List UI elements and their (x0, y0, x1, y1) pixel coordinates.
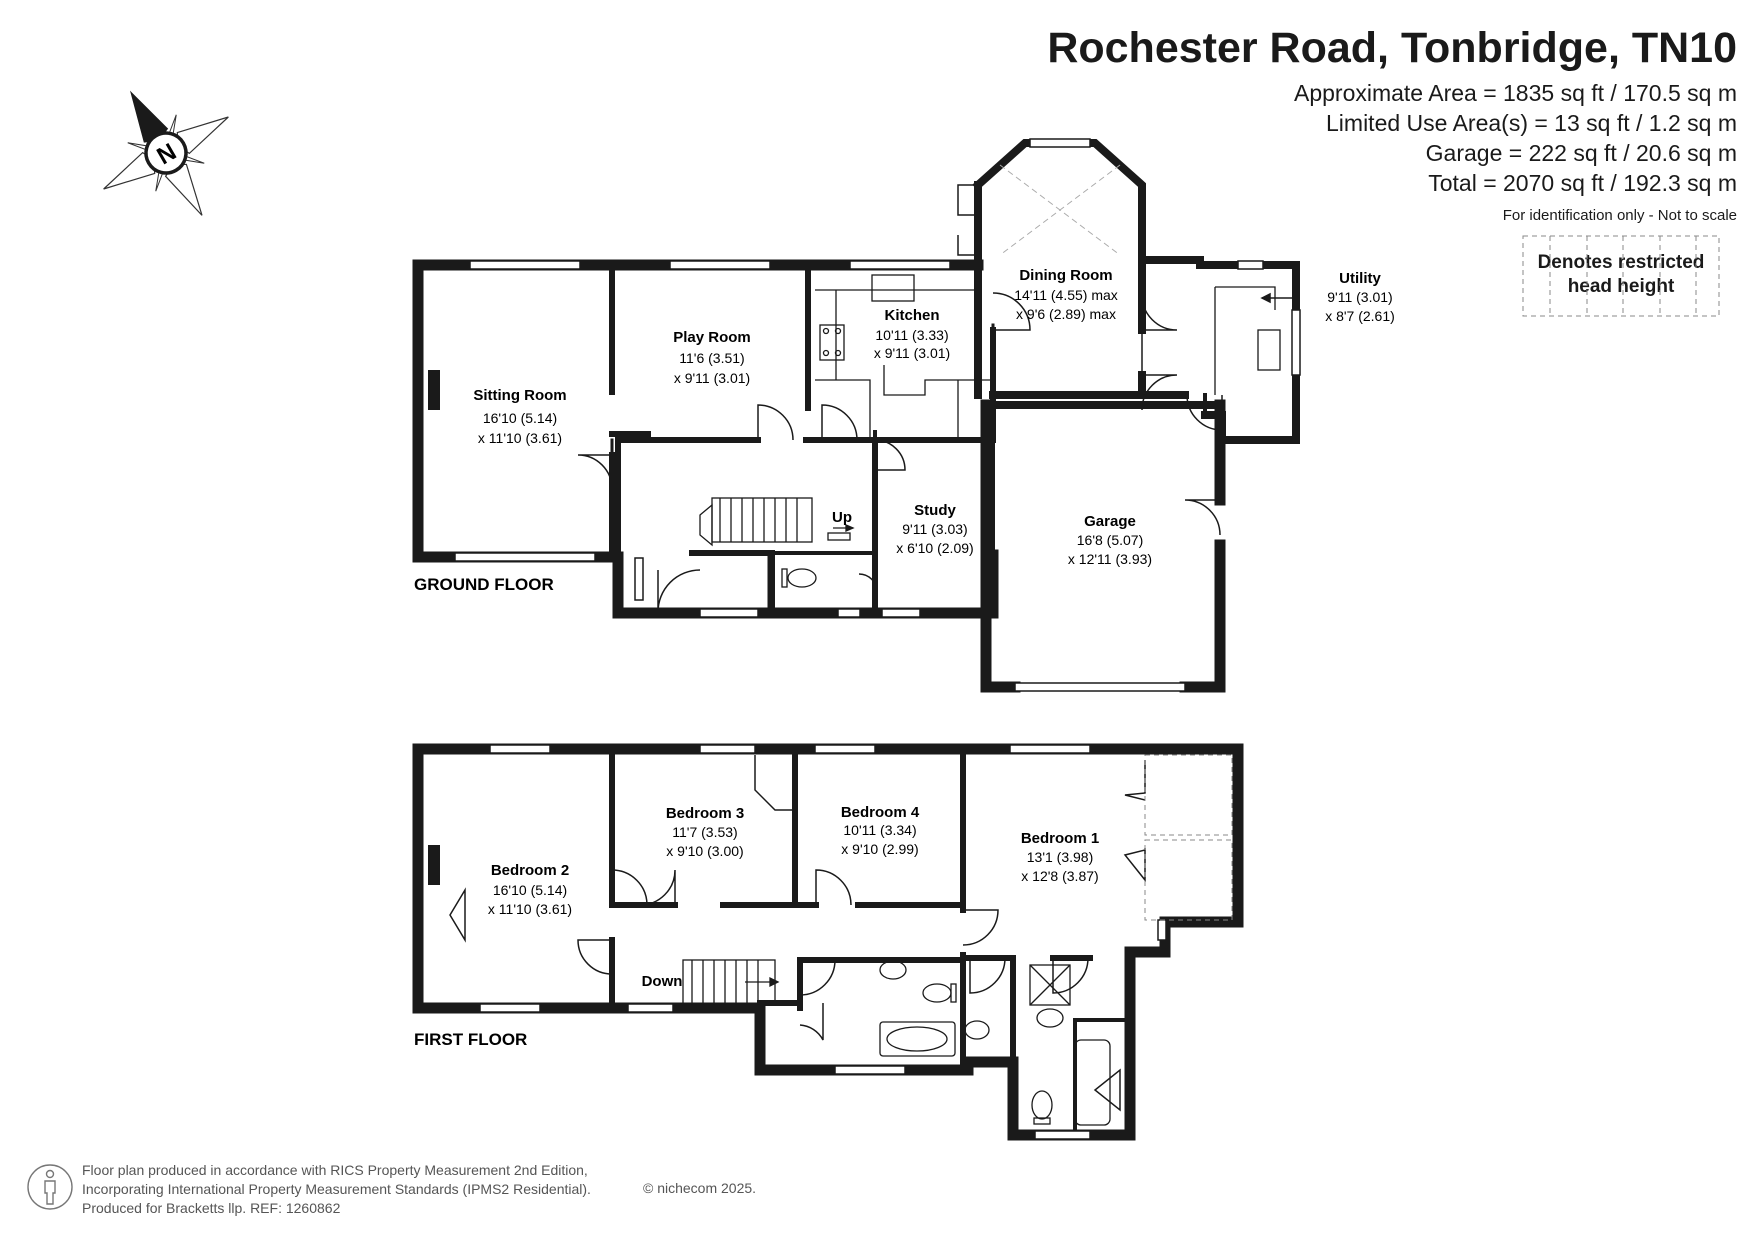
first-floor-walls (412, 743, 1244, 1141)
first-room-labels: Bedroom 2 16'10 (5.14) x 11'10 (3.61) Be… (488, 804, 1099, 990)
sitting-room-dim1: 16'10 (5.14) (483, 410, 557, 426)
footer-line1: Floor plan produced in accordance with R… (82, 1162, 588, 1178)
garage-area: Garage = 222 sq ft / 20.6 sq m (1425, 140, 1737, 166)
identification-note: For identification only - Not to scale (1502, 207, 1737, 224)
total-area: Total = 2070 sq ft / 192.3 sq m (1428, 170, 1737, 196)
stairs-down-label: Down (642, 973, 683, 990)
bedroom2-dim1: 16'10 (5.14) (493, 882, 567, 898)
restricted-height-legend: Denotes restricted head height (1523, 236, 1719, 316)
stairs-up-label: Up (832, 509, 852, 526)
study-dim2: x 6'10 (2.09) (896, 540, 973, 556)
ground-stairs (699, 497, 855, 588)
utility-dim2: x 8'7 (2.61) (1325, 308, 1395, 324)
garage-dim2: x 12'11 (3.93) (1068, 551, 1152, 567)
play-room-dim2: x 9'11 (3.01) (674, 370, 750, 386)
bedroom3-dim1: 11'7 (3.53) (672, 824, 737, 840)
bedroom1-name: Bedroom 1 (1021, 830, 1099, 847)
limited-use-area: Limited Use Area(s) = 13 sq ft / 1.2 sq … (1326, 110, 1737, 136)
utility-name: Utility (1339, 270, 1381, 287)
ground-floor-doors (577, 184, 1223, 613)
first-floor-windows (479, 744, 1167, 1140)
footer-line3: Produced for Bracketts llp. REF: 1260862 (82, 1200, 341, 1216)
first-stairs (682, 959, 780, 1006)
first-floor-doors (449, 755, 1146, 1112)
bedroom4-dim1: 10'11 (3.34) (843, 822, 916, 838)
play-room-dim1: 11'6 (3.51) (679, 350, 744, 366)
dining-room-dim2: x 9'6 (2.89) max (1016, 306, 1116, 322)
person-scale-icon (27, 1164, 73, 1210)
study-name: Study (914, 502, 956, 519)
ground-floor-windows (454, 138, 1301, 692)
bedroom1-dim2: x 12'8 (3.87) (1021, 868, 1098, 884)
kitchen-name: Kitchen (884, 307, 939, 324)
garage-dim1: 16'8 (5.07) (1077, 532, 1144, 548)
first-floor-label: FIRST FLOOR (414, 1030, 527, 1049)
dining-room-dim1: 14'11 (4.55) max (1014, 287, 1118, 303)
bedroom4-name: Bedroom 4 (841, 804, 920, 821)
ground-room-labels: Sitting Room 16'10 (5.14) x 11'10 (3.61)… (473, 267, 1394, 567)
restricted-height-areas (1144, 754, 1233, 921)
dining-room-name: Dining Room (1019, 267, 1112, 284)
bedroom3-dim2: x 9'10 (3.00) (666, 843, 743, 859)
ground-floor-label: GROUND FLOOR (414, 575, 554, 594)
footer-notes: Floor plan produced in accordance with R… (82, 1161, 591, 1218)
play-room-name: Play Room (673, 329, 751, 346)
bedroom2-name: Bedroom 2 (491, 862, 569, 879)
bedroom2-chimney (428, 845, 440, 885)
bedroom2-dim2: x 11'10 (3.61) (488, 901, 572, 917)
sitting-chimney (428, 370, 440, 410)
legend-dashed-hatch (1522, 235, 1720, 317)
sitting-room-dim2: x 11'10 (3.61) (478, 430, 562, 446)
dining-bay-lines (999, 164, 1121, 256)
bedroom3-name: Bedroom 3 (666, 805, 744, 822)
study-dim1: 9'11 (3.03) (902, 521, 967, 537)
kitchen-units (815, 274, 1281, 440)
page-title: Rochester Road, Tonbridge, TN10 (1047, 24, 1737, 72)
utility-arrow-icon (1260, 292, 1298, 304)
kitchen-dim2: x 9'11 (3.01) (874, 345, 950, 361)
compass-icon (103, 90, 229, 216)
footer-line2: Incorporating International Property Mea… (82, 1181, 591, 1197)
bathroom-fixtures (879, 960, 1111, 1126)
bedroom4-dim2: x 9'10 (2.99) (841, 841, 918, 857)
garage-name: Garage (1084, 513, 1136, 530)
kitchen-dim1: 10'11 (3.33) (875, 327, 948, 343)
sitting-room-name: Sitting Room (473, 387, 566, 404)
footer-copyright: © nichecom 2025. (643, 1180, 757, 1196)
legend-text-line1: Denotes restricted (1537, 252, 1705, 273)
approximate-area: Approximate Area = 1835 sq ft / 170.5 sq… (1293, 80, 1737, 106)
utility-dim1: 9'11 (3.01) (1327, 289, 1392, 305)
bedroom1-dim1: 13'1 (3.98) (1027, 849, 1094, 865)
legend-text-line2: head height (1567, 276, 1675, 297)
